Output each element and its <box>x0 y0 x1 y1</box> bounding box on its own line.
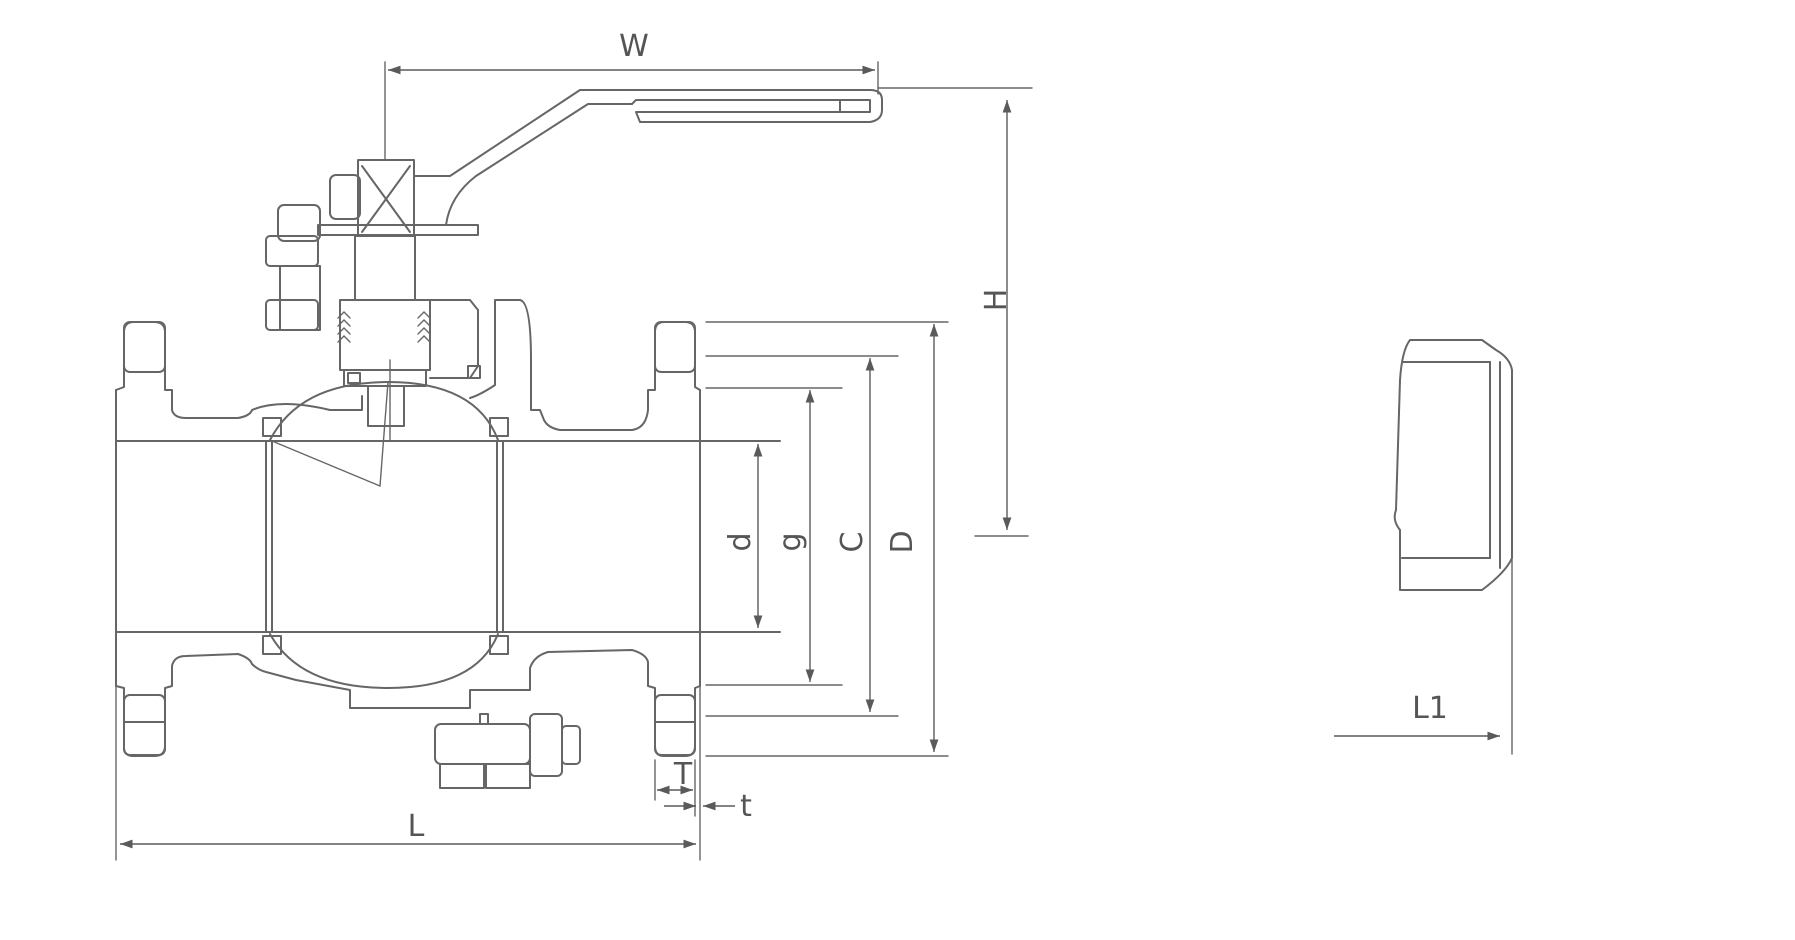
label-d: d <box>723 532 758 551</box>
label-W: W <box>619 29 649 64</box>
label-T: T <box>673 757 693 792</box>
end-cap-view <box>1393 339 1513 755</box>
drain-plug <box>434 713 581 789</box>
label-L1: L1 <box>1412 691 1448 726</box>
label-H: H <box>979 289 1014 312</box>
label-L: L <box>408 809 425 844</box>
valve-handle <box>413 89 883 226</box>
valve-body <box>115 299 781 861</box>
dimension-lines <box>120 61 1500 849</box>
label-D: D <box>885 530 920 553</box>
dimension-labels: W H d g C D T t L L1 <box>408 29 1448 844</box>
label-C: C <box>835 532 870 553</box>
label-g: g <box>773 532 808 551</box>
label-t: t <box>740 789 752 824</box>
ball-and-seats <box>262 359 509 689</box>
stem-and-bonnet <box>265 159 481 427</box>
